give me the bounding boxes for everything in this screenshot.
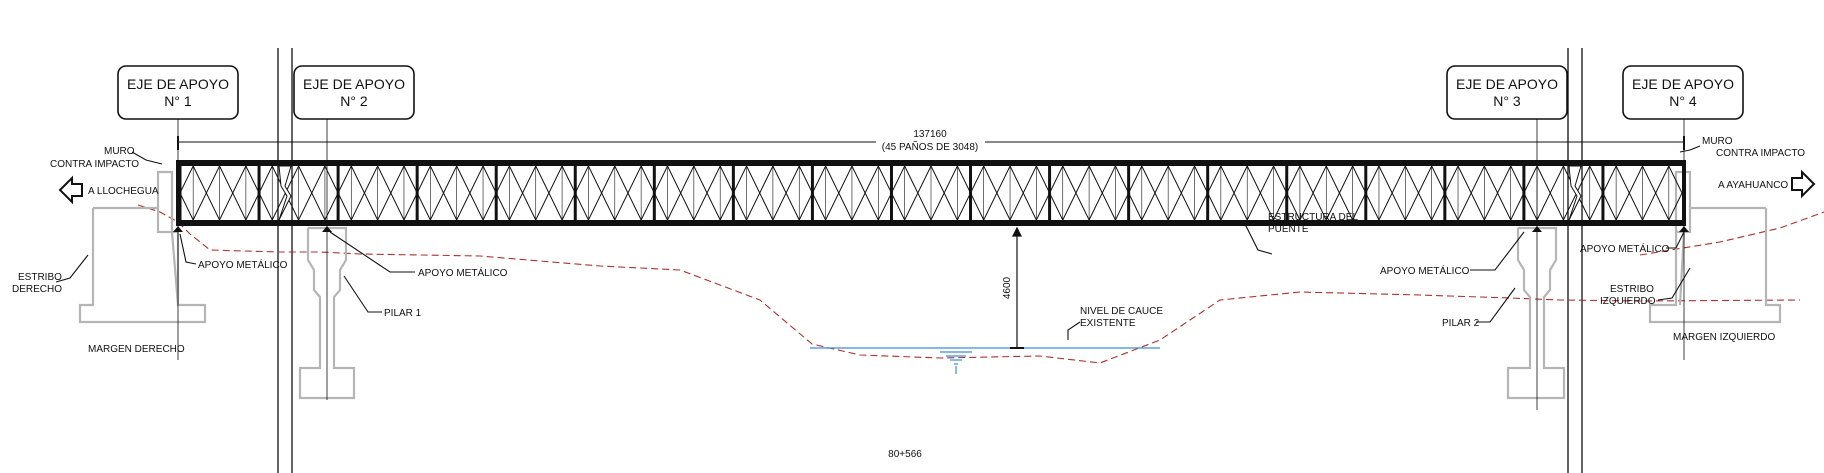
vertical-cut-lines: [277, 48, 1583, 473]
break-marks: [278, 165, 1582, 221]
support-box-3: EJE DE APOYO N° 3: [1446, 65, 1568, 120]
water-level: [810, 347, 1160, 374]
pier-2: [1506, 226, 1566, 400]
station-label: 80+566: [888, 449, 922, 460]
clearance-dimension: [1010, 226, 1024, 349]
bearings: [173, 226, 1689, 232]
support-box-2: EJE DE APOYO N° 2: [293, 65, 415, 120]
riverbed-label-line1: NIVEL DE CAUCE: [1080, 306, 1163, 317]
support-box-3-line2: N° 3: [1493, 93, 1521, 109]
pier2-name-label: PILAR 2: [1442, 318, 1480, 329]
right-direction-label: A AYAHUANCO: [1718, 180, 1788, 191]
support-box-4: EJE DE APOYO N° 4: [1622, 65, 1744, 120]
right-abutment-label-line1: ESTRIBO: [1610, 284, 1654, 295]
structure-label-line2: PUENTE: [1268, 224, 1309, 235]
support-box-2-line1: EJE DE APOYO: [303, 76, 405, 92]
left-bank-label: MARGEN DERECHO: [88, 344, 185, 355]
support-box-2-line2: N° 2: [340, 93, 368, 109]
support-box-1-line2: N° 1: [164, 93, 192, 109]
pier1-bearing-label: APOYO METÁLICO: [418, 266, 508, 279]
right-abutment-label-line2: IZQUIERDO: [1600, 296, 1656, 307]
right-bank-label: MARGEN IZQUIERDO: [1673, 332, 1775, 343]
right-wall-label-line2: CONTRA IMPACTO: [1716, 148, 1805, 159]
left-abutment-label-line1: ESTRIBO: [18, 272, 62, 283]
support-box-4-line1: EJE DE APOYO: [1632, 76, 1734, 92]
support-box-1: EJE DE APOYO N° 1: [117, 65, 239, 120]
span-panels: (45 PAÑOS DE 3048): [882, 140, 979, 153]
right-wall-label-line1: MURO: [1702, 136, 1733, 147]
pier1-name-label: PILAR 1: [384, 308, 422, 319]
pier-1: [298, 226, 356, 400]
left-abutment-label-line2: DERECHO: [12, 284, 62, 295]
pier2-bearing-label: APOYO METÁLICO: [1380, 264, 1470, 277]
left-abutment: [78, 170, 207, 324]
left-wall-label-line2: CONTRA IMPACTO: [50, 159, 139, 170]
left-bearing-label: APOYO METÁLICO: [198, 258, 288, 271]
left-wall-label-line1: MURO: [104, 146, 135, 157]
right-bearing-label: APOYO METÁLICO: [1580, 242, 1670, 255]
truss-chords: [176, 160, 1686, 226]
support-box-3-line1: EJE DE APOYO: [1456, 76, 1558, 92]
support-box-4-line2: N° 4: [1669, 93, 1697, 109]
riverbed-label-line2: EXISTENTE: [1080, 318, 1136, 329]
clearance-value: 4600: [1002, 276, 1013, 299]
left-direction-arrow: [58, 175, 83, 205]
span-length: 137160: [913, 129, 947, 140]
span-dimension: [177, 136, 1685, 150]
structure-label-line1: ESTRUCTURA DEL: [1268, 212, 1358, 223]
terrain-profile: [137, 204, 1824, 364]
right-direction-arrow: [1791, 169, 1816, 199]
leader-lines: [55, 145, 1701, 340]
left-direction-label: A LLOCHEGUA: [88, 186, 159, 197]
support-box-1-line1: EJE DE APOYO: [127, 76, 229, 92]
right-abutment: [1648, 170, 1782, 324]
truss-web: [178, 164, 1683, 222]
